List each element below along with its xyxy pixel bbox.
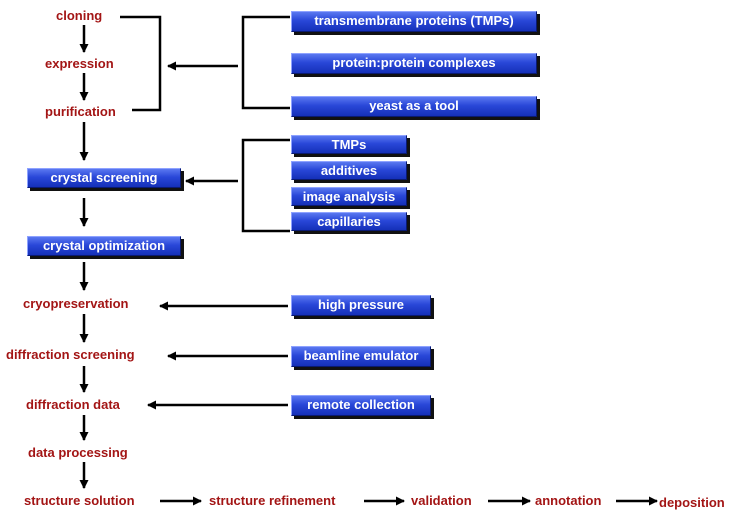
stage-validation: validation — [411, 493, 472, 508]
bracket-top-inputs — [241, 15, 290, 110]
stage-deposition: deposition — [659, 495, 725, 510]
remote-collection-button[interactable]: remote collection — [291, 395, 431, 416]
stage-purification: purification — [45, 104, 116, 119]
stage-cloning: cloning — [56, 8, 103, 23]
tmps-button[interactable]: TMPs — [291, 135, 407, 154]
beamline-emulator-button[interactable]: beamline emulator — [291, 346, 431, 367]
stage-data-processing: data processing — [28, 445, 128, 460]
bracket-screening-inputs — [241, 138, 290, 233]
protein-complexes-button[interactable]: protein:protein complexes — [291, 53, 537, 74]
image-analysis-button[interactable]: image analysis — [291, 187, 407, 206]
stage-cryopreservation: cryopreservation — [23, 296, 129, 311]
tmps-full-button[interactable]: transmembrane proteins (TMPs) — [291, 11, 537, 32]
high-pressure-button[interactable]: high pressure — [291, 295, 431, 316]
additives-button[interactable]: additives — [291, 161, 407, 180]
bracket-left-stages — [120, 15, 162, 112]
stage-structure-solution: structure solution — [24, 493, 135, 508]
stage-annotation: annotation — [535, 493, 602, 508]
stage-expression: expression — [45, 56, 114, 71]
stage-diffraction-data: diffraction data — [26, 397, 120, 412]
stage-structure-refinement: structure refinement — [209, 493, 336, 508]
crystal-optimization-button[interactable]: crystal optimization — [27, 236, 181, 256]
yeast-tool-button[interactable]: yeast as a tool — [291, 96, 537, 117]
crystal-screening-button[interactable]: crystal screening — [27, 168, 181, 188]
capillaries-button[interactable]: capillaries — [291, 212, 407, 231]
stage-diffraction-screening: diffraction screening — [6, 347, 135, 362]
